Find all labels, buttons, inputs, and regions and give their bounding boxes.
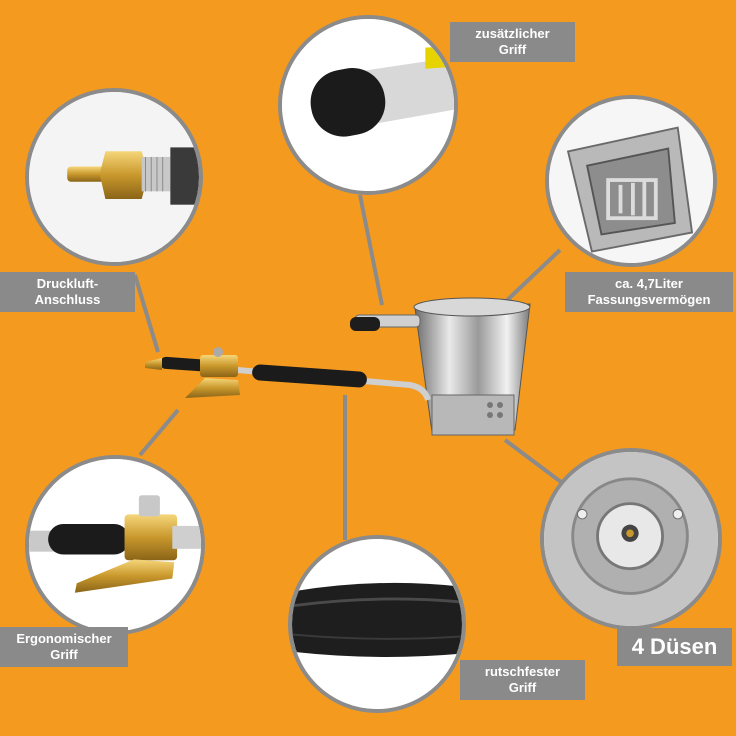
label-line: Griff — [50, 647, 78, 662]
label-line: Anschluss — [34, 292, 101, 307]
grip-texture-image — [292, 539, 462, 709]
valve-grip-image — [29, 459, 201, 631]
nozzle-plate-image — [544, 452, 718, 626]
label-line: Griff — [498, 42, 527, 57]
label-nonslip: rutschfester Griff — [460, 660, 585, 700]
label-line: Griff — [508, 680, 537, 695]
label-nozzles: 4 Düsen — [617, 628, 732, 666]
detail-nonslip-grip — [288, 535, 466, 713]
label-line: Druckluft- — [36, 276, 99, 291]
label-line: zusätzlicher — [475, 26, 550, 41]
label-line: 4 Düsen — [631, 634, 718, 659]
label-line: rutschfester — [484, 664, 561, 679]
label-air-connection: Druckluft- Anschluss — [0, 272, 135, 312]
detail-nozzles — [540, 448, 722, 630]
detail-extra-handle — [278, 15, 458, 195]
detail-ergonomic-handle — [25, 455, 205, 635]
brass-fitting-image — [29, 92, 199, 262]
detail-air-connection — [25, 88, 203, 266]
label-ergonomic: Ergonomischer Griff — [0, 627, 128, 667]
label-line: Fassungsvermögen — [587, 292, 711, 307]
label-extra-handle: zusätzlicher Griff — [450, 22, 575, 62]
hopper-inside-image — [549, 99, 713, 263]
label-line: Ergonomischer — [16, 631, 112, 646]
handle-image — [282, 19, 454, 191]
detail-hopper-capacity — [545, 95, 717, 267]
label-capacity: ca. 4,7Liter Fassungsvermögen — [565, 272, 733, 312]
label-line: ca. 4,7Liter — [615, 276, 683, 291]
